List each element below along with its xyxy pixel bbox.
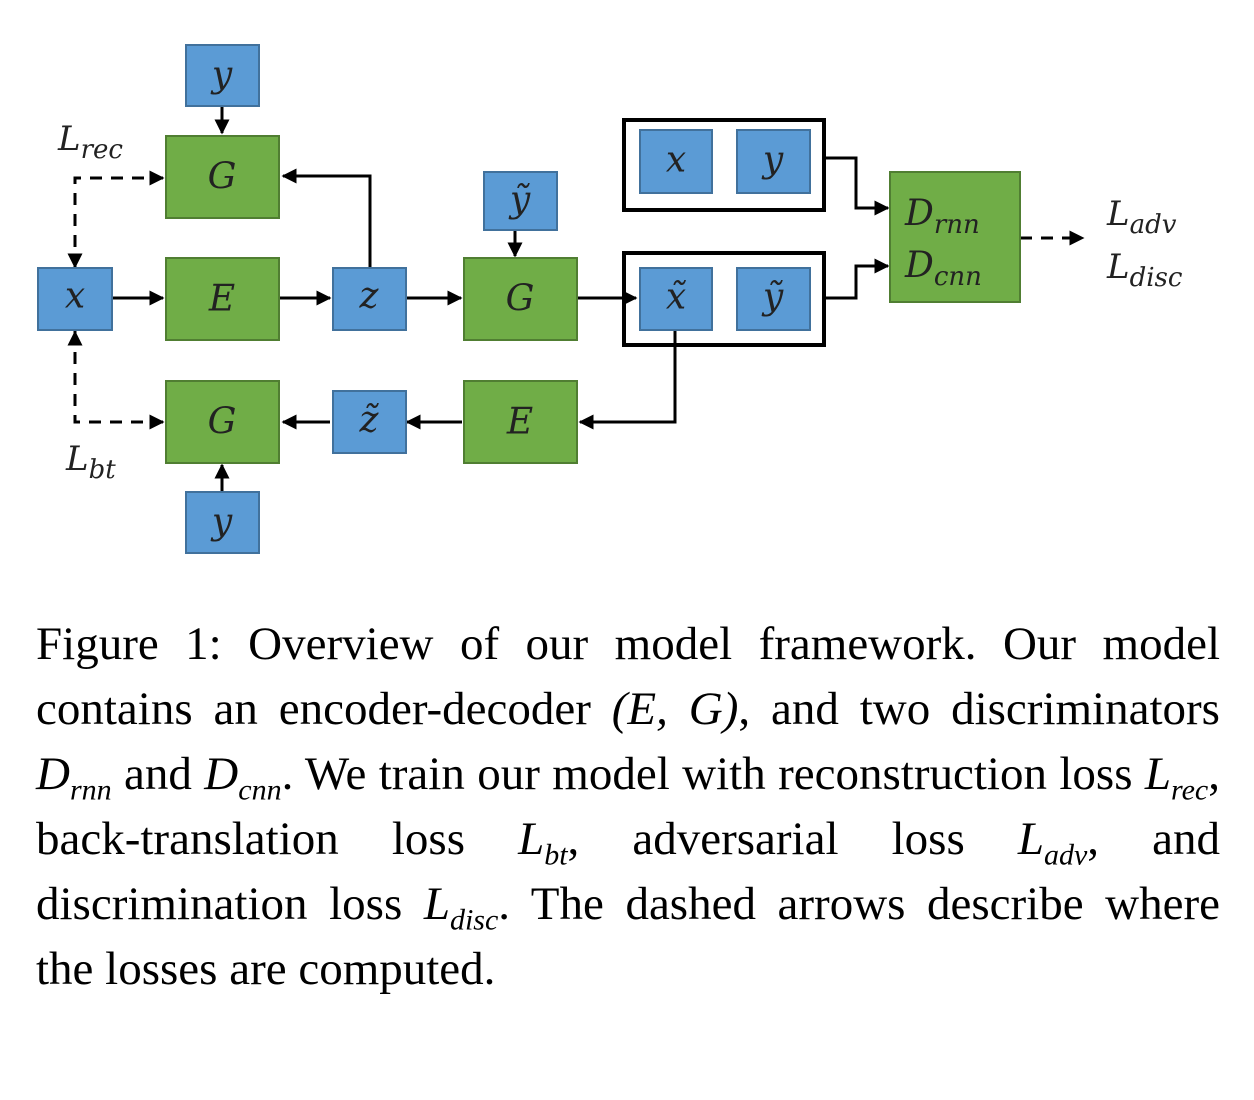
node-ytilde-right (736, 267, 811, 331)
node-y-top (185, 44, 260, 107)
caption-text-5: , back-translation loss (36, 748, 1220, 865)
node-g-top (165, 135, 280, 219)
loss-label-disc: Ldisc (1106, 247, 1183, 293)
loss-label-adv: Ladv (1106, 194, 1177, 240)
caption-text-2: , and two discriminators (738, 683, 1220, 735)
label-ytilde-right: ỹ (761, 277, 784, 318)
caption-math-l-rec: Lrec (1144, 748, 1209, 807)
node-e-mid (165, 257, 280, 341)
caption-math-l-adv: Ladv (1017, 813, 1088, 872)
arrow-z-to-g-top (281, 168, 372, 268)
node-ytilde-top (483, 171, 558, 231)
dashed-arrow-rec (73, 170, 165, 268)
node-ztilde (332, 390, 407, 454)
model-framework-diagram: y G x E z ỹ G x y x̃ ỹ G z̃ E y Drnn Dcn… (37, 44, 1183, 554)
label-d-cnn: Dcnn (904, 245, 982, 292)
figure-caption: Figure 1: Overview of our model framewor… (36, 612, 1220, 1002)
label-x-input: x (65, 276, 85, 317)
caption-text-1: Figure 1: Overview of our model framewor… (36, 618, 1220, 735)
arrow-real-pair-to-d (824, 156, 890, 216)
caption-math-d-rnn: Drnn (36, 748, 112, 807)
label-d-rnn: Drnn (904, 193, 980, 240)
label-e-bottom: E (506, 402, 533, 443)
caption-text-4: . We train our model with reconstruction… (281, 748, 1145, 800)
label-z: z (359, 276, 380, 317)
node-y-real (736, 129, 811, 194)
node-g-mid (463, 257, 578, 341)
loss-label-bt: Lbt (65, 439, 116, 485)
node-discriminators (889, 171, 1021, 303)
node-g-bottom (165, 380, 280, 464)
green-nodes (165, 135, 1021, 464)
caption-text-8: . The dashed arrows describe where the l… (36, 878, 1220, 995)
caption-text-3: and (111, 748, 205, 800)
caption-math-l-bt: Lbt (518, 813, 568, 872)
blue-nodes (37, 44, 811, 554)
label-e-mid: E (208, 279, 235, 320)
solid-connectors (112, 106, 890, 492)
label-xtilde: x̃ (666, 277, 686, 318)
label-y-top: y (210, 55, 233, 96)
node-z (332, 267, 407, 331)
arrow-xtilde-to-e-bottom (578, 328, 677, 430)
label-g-mid: G (506, 279, 535, 320)
caption-text-7: , and discrimination loss (36, 813, 1220, 930)
real-pair-group (622, 118, 826, 212)
arrow-gen-pair-to-d (824, 258, 890, 300)
caption-text-6: , adversarial loss (567, 813, 1018, 865)
dashed-arrow-bt (73, 331, 165, 430)
caption-math-l-disc: Ldisc (423, 878, 499, 937)
node-x-input (37, 267, 113, 331)
node-y-bottom (185, 491, 260, 554)
label-g-bottom: G (208, 402, 237, 443)
caption-math-encoder-decoder: (E, G) (611, 683, 739, 735)
dashed-connectors (73, 170, 1085, 430)
label-y-bottom: y (210, 502, 233, 543)
label-y-real: y (761, 140, 784, 181)
caption-math-d-cnn: Dcnn (204, 748, 282, 807)
loss-label-rec: Lrec (57, 119, 123, 165)
label-x-real: x (666, 140, 686, 181)
label-ztilde: z̃ (359, 400, 380, 441)
node-xtilde (639, 267, 713, 331)
node-x-real (639, 129, 713, 194)
label-ytilde-top: ỹ (508, 180, 531, 221)
node-e-bottom (463, 380, 578, 464)
label-g-top: G (208, 157, 237, 198)
